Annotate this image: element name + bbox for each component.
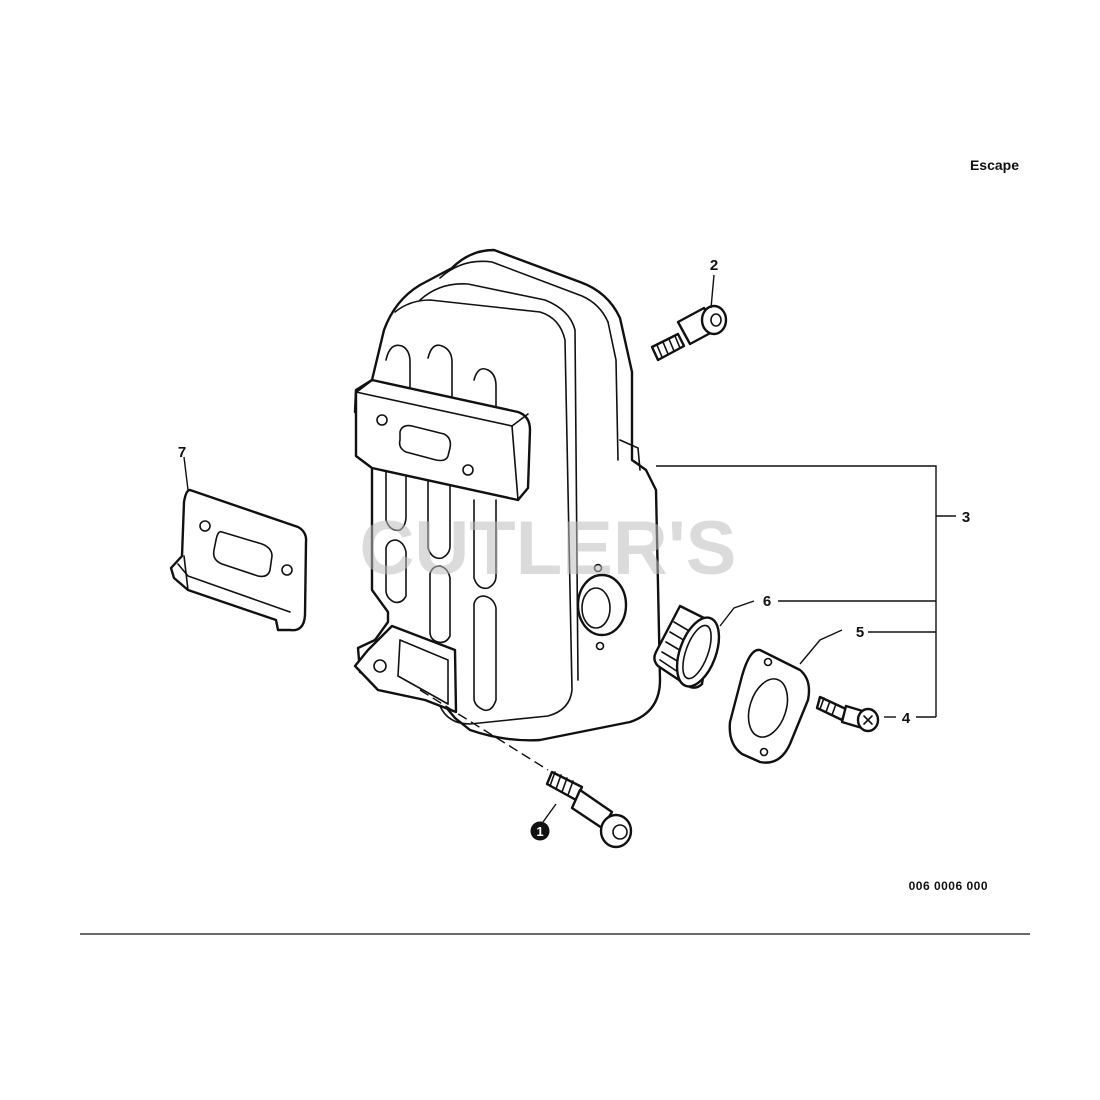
muffler-body	[353, 248, 662, 742]
leader-lines	[183, 274, 956, 823]
bolt-2	[650, 304, 728, 362]
watermark: CUTLER'S	[360, 506, 737, 591]
screw-4	[815, 695, 880, 733]
bolt-1	[545, 770, 633, 849]
callout-6[interactable]: 6	[763, 593, 771, 610]
callout-1-badge[interactable]	[530, 821, 550, 841]
callout-5[interactable]: 5	[856, 624, 864, 641]
callout-1[interactable]: 1	[536, 824, 543, 839]
spark-screen-6	[653, 604, 721, 689]
callout-4[interactable]: 4	[902, 710, 911, 727]
diagram-code: 006 0006 000	[909, 879, 988, 893]
alignment-dashed-line	[419, 689, 549, 771]
gasket-7	[169, 488, 308, 632]
section-title: Escape	[970, 157, 1019, 173]
callout-3[interactable]: 3	[962, 509, 970, 526]
callout-2[interactable]: 2	[710, 257, 718, 274]
callout-7[interactable]: 7	[178, 444, 186, 461]
gasket-plate-5	[728, 648, 811, 764]
